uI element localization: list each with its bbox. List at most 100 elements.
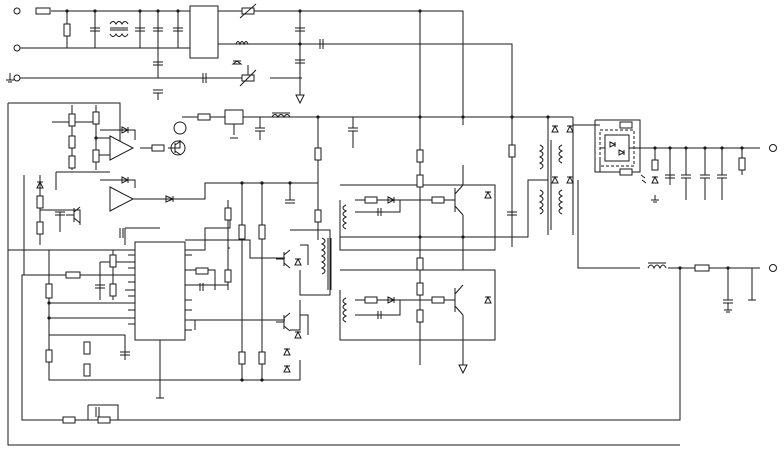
capacitor [173, 27, 183, 32]
inductor [235, 41, 249, 46]
wiring [7, 8, 760, 446]
output-terminals [769, 144, 777, 272]
integrated-circuits [134, 5, 244, 341]
resistor [109, 254, 117, 268]
resistor [314, 147, 322, 161]
resistor [151, 144, 165, 152]
ac-in-terminal-2 [13, 44, 21, 52]
resistor [62, 416, 76, 424]
resistor [508, 144, 516, 158]
transistor [276, 312, 291, 332]
resistor [314, 209, 322, 223]
resistor [364, 196, 378, 204]
led-icon [640, 174, 659, 184]
capacitor [153, 89, 163, 100]
common-mode-choke [109, 21, 129, 37]
transistor [168, 140, 186, 156]
resistor [224, 269, 232, 283]
driver-transformer [320, 237, 332, 290]
capacitor [700, 174, 710, 200]
earth-ground-icon [6, 73, 14, 83]
transistor [276, 249, 291, 269]
diode [566, 175, 574, 184]
regulator [224, 109, 244, 125]
capacitor [119, 228, 124, 238]
resistors [35, 7, 746, 424]
capacitor [95, 407, 100, 417]
diode [387, 196, 396, 204]
capacitor [723, 299, 733, 304]
capacitor [153, 27, 163, 32]
resistor [619, 168, 633, 176]
resistor [416, 257, 424, 271]
resistor [65, 271, 81, 279]
capacitor [153, 61, 163, 66]
resistor [416, 282, 424, 296]
resistor [364, 296, 378, 304]
transistors [66, 140, 464, 332]
opamps [109, 135, 135, 212]
ac-in-terminal-1 [13, 7, 21, 15]
resistor [36, 221, 44, 235]
resistor [738, 157, 746, 171]
magnetics [109, 21, 667, 323]
diode [387, 296, 396, 304]
opamp [109, 135, 135, 161]
power-transistor-low [446, 284, 464, 316]
resistor [45, 349, 53, 363]
resistor [68, 155, 76, 169]
diode [165, 195, 175, 203]
ground-icon [458, 364, 468, 375]
diode [121, 176, 130, 184]
capacitor [295, 59, 305, 64]
capacitor [120, 351, 130, 356]
capacitor [295, 27, 305, 32]
output-terminal-1 [769, 144, 777, 152]
driver-transformer-secondary [342, 204, 348, 323]
ground-icon [156, 380, 164, 399]
capacitor [90, 27, 100, 32]
capacitor [348, 117, 358, 148]
diode [121, 126, 130, 134]
ground-icon [651, 195, 659, 203]
capacitor [135, 27, 145, 32]
power-transformer-secondary [558, 144, 564, 215]
capacitor [285, 199, 295, 204]
inductor [271, 112, 291, 118]
resistor [238, 351, 246, 365]
diode [283, 364, 291, 373]
diode [294, 257, 302, 266]
capacitor [55, 211, 65, 216]
control-ic-pins [128, 254, 192, 331]
capacitor [377, 311, 382, 319]
diode [283, 347, 291, 356]
resistor-fuse [35, 7, 51, 15]
diode [566, 124, 574, 133]
control-ic [134, 241, 186, 341]
resistor [258, 224, 266, 240]
bridge-rectifier [599, 129, 635, 167]
capacitor [202, 73, 207, 83]
resistor [36, 195, 44, 209]
zener-diode [231, 60, 243, 65]
resistor [97, 416, 111, 424]
opamp [109, 186, 135, 212]
indicators [173, 121, 659, 184]
resistor [651, 159, 659, 171]
resistor [92, 111, 100, 125]
capacitor [507, 211, 517, 216]
lamp-icon [173, 121, 187, 135]
resistor [416, 149, 424, 163]
ground-symbols [156, 94, 756, 399]
input-terminals [6, 7, 21, 83]
varistors [239, 3, 257, 87]
resistor [45, 283, 53, 299]
resistor [238, 224, 246, 240]
resistor [416, 309, 424, 323]
output-terminal-2 [769, 264, 777, 272]
diode [36, 180, 44, 189]
resistor [68, 135, 76, 149]
resistor [619, 121, 633, 129]
capacitor [681, 174, 691, 200]
